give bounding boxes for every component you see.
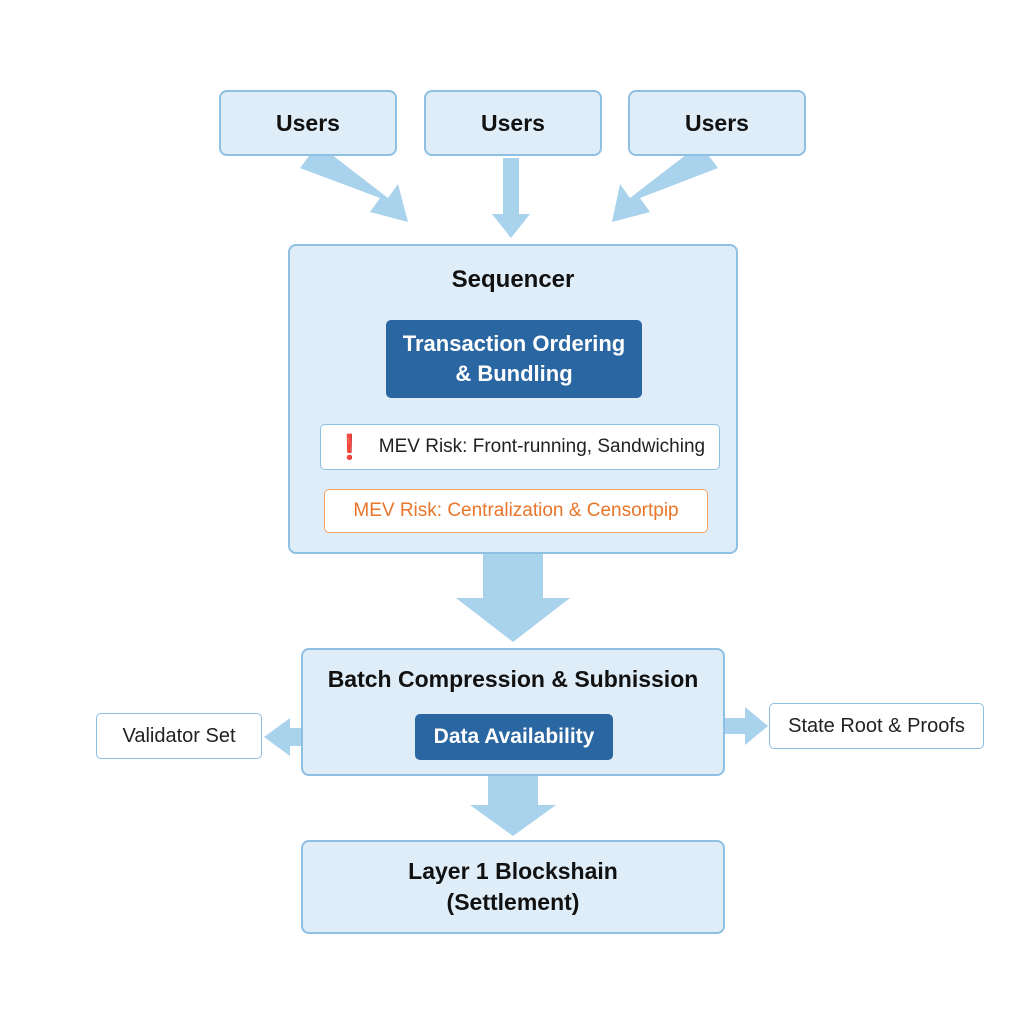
ordering-line-1: Transaction Ordering xyxy=(402,331,626,356)
sequencer-title: Sequencer xyxy=(451,266,575,293)
batch-compression-box: Batch Compression & Subnission Data Avai… xyxy=(301,648,725,776)
exclamation-icon: ❗ xyxy=(334,433,365,461)
ordering-line-2: & Bundling xyxy=(455,361,573,386)
users-box-2: Users xyxy=(424,90,602,156)
sequencer-box: Sequencer Transaction Ordering & Bundlin… xyxy=(288,244,738,554)
mev-risk-front-running-box: ❗ MEV Risk: Front-running, Sandwiching xyxy=(320,424,720,470)
arrow-batch-to-state-root xyxy=(725,707,768,745)
arrow-batch-to-validator xyxy=(264,718,301,756)
arrow-user2-to-sequencer xyxy=(492,158,530,238)
transaction-ordering-box: Transaction Ordering & Bundling xyxy=(386,320,642,398)
mev-risk-front-running-label: MEV Risk: Front-running, Sandwiching xyxy=(378,436,706,457)
users-box-3: Users xyxy=(628,90,806,156)
users-box-1: Users xyxy=(219,90,397,156)
mev-risk-centralization-box: MEV Risk: Centralization & Censortpip xyxy=(324,489,708,533)
validator-set-box: Validator Set xyxy=(96,713,262,759)
layer1-line-2: (Settlement) xyxy=(446,889,580,915)
arrow-batch-to-layer1 xyxy=(470,776,556,836)
state-root-proofs-box: State Root & Proofs xyxy=(769,703,984,749)
layer1-blockchain-box: Layer 1 Blockshain (Settlement) xyxy=(301,840,725,934)
batch-compression-title: Batch Compression & Subnission xyxy=(327,666,699,692)
arrow-sequencer-to-batch xyxy=(456,554,570,642)
data-availability-box: Data Availability xyxy=(415,714,613,760)
layer1-line-1: Layer 1 Blockshain xyxy=(408,858,618,884)
mev-risk-centralization-label: MEV Risk: Centralization & Censortpip xyxy=(353,500,679,521)
